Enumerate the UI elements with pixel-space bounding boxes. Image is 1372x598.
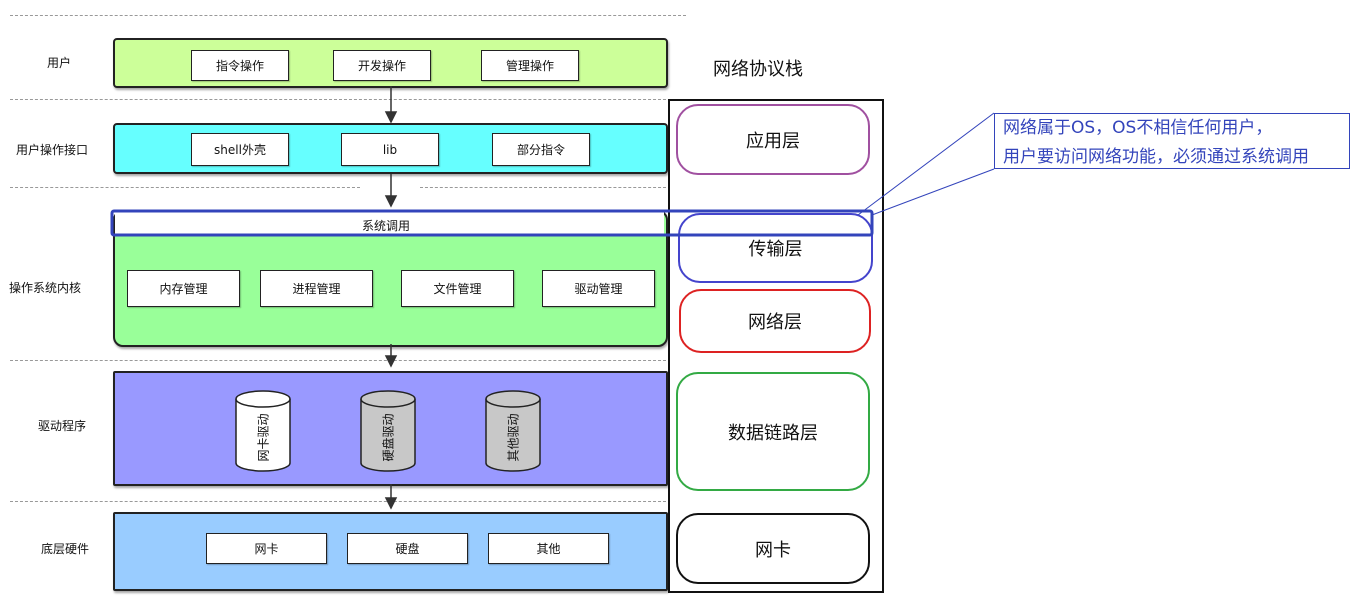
syscall-label: 系统调用	[362, 219, 411, 233]
layer-network: 网络层	[679, 289, 871, 353]
row-label-user: 用户	[47, 56, 72, 70]
layer-transport: 传输层	[678, 213, 873, 283]
interface-lib: lib	[341, 133, 439, 166]
disk-driver-cylinder: 硬盘驱动	[360, 390, 416, 472]
row-label-user-interface: 用户操作接口	[16, 143, 89, 157]
kernel-process: 进程管理	[260, 270, 373, 307]
interface-commands: 部分指令	[492, 133, 590, 166]
nic-driver-cylinder: 网卡驱动	[235, 390, 291, 472]
separator-interface-right	[420, 187, 666, 188]
hardware-other: 其他	[488, 533, 609, 564]
row-label-hardware: 底层硬件	[41, 542, 90, 556]
stack-title: 网络协议栈	[713, 59, 803, 80]
hardware-nic: 网卡	[206, 533, 327, 564]
other-driver-cylinder: 其他驱动	[485, 390, 541, 472]
layer-datalink: 数据链路层	[676, 372, 870, 491]
callout-line-1: 网络属于OS，OS不相信任何用户，	[1003, 118, 1273, 138]
user-op-develop: 开发操作	[333, 50, 431, 81]
row-label-kernel: 操作系统内核	[9, 281, 82, 295]
user-op-manage: 管理操作	[481, 50, 579, 81]
kernel-file: 文件管理	[401, 270, 514, 307]
row-label-driver: 驱动程序	[38, 419, 87, 433]
separator-interface	[10, 187, 360, 188]
callout-line-2: 用户要访问网络功能，必须通过系统调用	[1003, 147, 1309, 167]
separator-user	[10, 99, 666, 100]
separator-driver	[10, 501, 666, 502]
hardware-disk: 硬盘	[347, 533, 468, 564]
layer-application: 应用层	[676, 104, 870, 175]
kernel-driver: 驱动管理	[542, 270, 655, 307]
user-op-command: 指令操作	[191, 50, 289, 81]
callout-note: 网络属于OS，OS不相信任何用户， 用户要访问网络功能，必须通过系统调用	[994, 113, 1350, 169]
layer-nic: 网卡	[676, 513, 870, 584]
separator-top	[10, 15, 686, 16]
arrows	[384, 86, 398, 510]
interface-shell: shell外壳	[191, 133, 289, 166]
kernel-memory: 内存管理	[127, 270, 240, 307]
separator-kernel	[10, 360, 666, 361]
syscall-strip	[115, 212, 664, 236]
